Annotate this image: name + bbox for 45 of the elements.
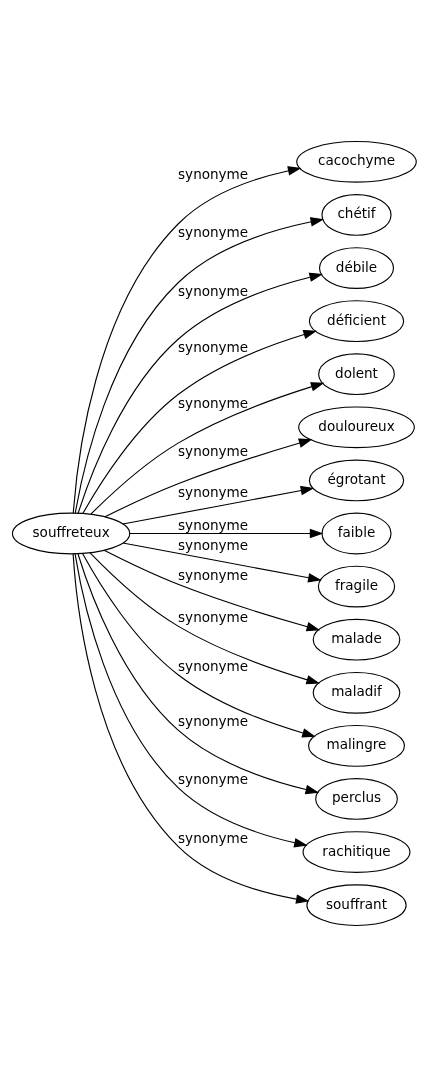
edge-label: synonyme: [178, 394, 249, 411]
node-ellipse: faible: [321, 512, 392, 555]
node-ellipse: fragile: [317, 565, 396, 608]
edge-label: synonyme: [178, 829, 249, 846]
edge-label: synonyme: [178, 483, 249, 500]
node-ellipse: rachitique: [302, 831, 411, 873]
node-ellipse: souffreteux: [11, 512, 131, 555]
edge-label: synonyme: [178, 609, 249, 626]
arrow: [82, 330, 317, 514]
node-ellipse: débile: [318, 247, 395, 289]
arrow: [77, 553, 320, 795]
arrow: [74, 553, 308, 848]
edge-label: synonyme: [178, 770, 249, 787]
edge-label: synonyme: [178, 166, 249, 183]
node-ellipse: maladif: [312, 671, 401, 714]
edge-label: synonyme: [178, 713, 249, 730]
node-ellipse: déficient: [308, 300, 405, 343]
node-ellipse: malade: [312, 618, 401, 661]
node-ellipse: perclus: [315, 778, 398, 820]
node-ellipse: dolent: [318, 353, 395, 396]
edge-label: synonyme: [178, 516, 249, 533]
node-ellipse: égrotant: [308, 459, 405, 502]
arrow: [77, 272, 323, 514]
edge-label: synonyme: [178, 443, 249, 460]
node-ellipse: souffrant: [306, 884, 407, 927]
arrow: [103, 549, 321, 632]
node-ellipse: malingre: [308, 724, 406, 767]
arrow: [122, 485, 315, 525]
arrow: [74, 217, 325, 514]
arrow: [122, 542, 322, 583]
edge-label: synonyme: [178, 224, 249, 241]
arrow: [90, 382, 325, 515]
edge-label: synonyme: [178, 657, 249, 674]
arrow: [128, 528, 324, 539]
arrow: [82, 553, 316, 738]
edge-label: synonyme: [178, 282, 249, 299]
edge-label: synonyme: [178, 536, 249, 553]
edge-label: synonyme: [178, 339, 249, 356]
arrow: [104, 438, 313, 518]
arrow: [89, 552, 320, 685]
arrow: [72, 166, 302, 514]
node-ellipse: cacochyme: [296, 140, 417, 183]
node-ellipse: chétif: [321, 194, 392, 236]
arrow: [72, 553, 310, 904]
edge-label: synonyme: [178, 567, 249, 584]
